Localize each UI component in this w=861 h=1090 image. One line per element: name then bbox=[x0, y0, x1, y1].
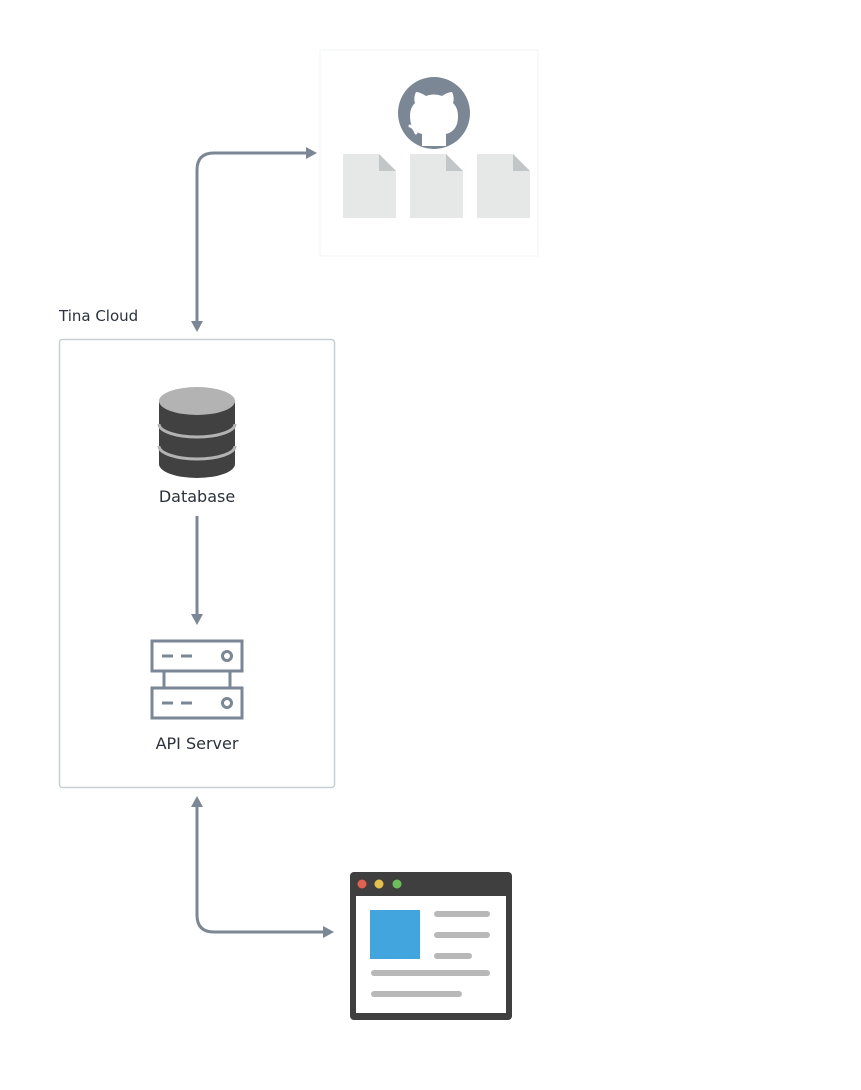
github-icon bbox=[398, 77, 470, 149]
content-text-lines bbox=[371, 911, 490, 997]
arrowhead-down bbox=[191, 614, 203, 625]
api-server-node: API Server bbox=[150, 639, 244, 753]
database-icon bbox=[157, 387, 237, 478]
tina-cloud-group bbox=[58, 338, 336, 789]
edge-tina-cloud-browser bbox=[191, 796, 334, 938]
arrowhead-right bbox=[306, 147, 317, 159]
group-label: Tina Cloud bbox=[58, 307, 138, 325]
arrowhead-down bbox=[191, 321, 203, 332]
browser-window-icon bbox=[350, 872, 512, 1020]
file-icon bbox=[410, 154, 463, 218]
edge-database-api-server bbox=[191, 516, 203, 625]
file-icon bbox=[477, 154, 530, 218]
server-icon bbox=[150, 639, 244, 720]
window-minimize-dot bbox=[374, 879, 384, 889]
github-repository-node bbox=[319, 49, 539, 257]
arrowhead-right bbox=[323, 926, 334, 938]
window-maximize-dot bbox=[392, 879, 402, 889]
window-close-dot bbox=[357, 879, 367, 889]
database-node: Database bbox=[157, 387, 237, 506]
file-icon bbox=[343, 154, 396, 218]
api-server-label: API Server bbox=[156, 734, 239, 753]
database-label: Database bbox=[159, 487, 235, 506]
content-image-placeholder bbox=[370, 910, 420, 959]
repository-files bbox=[343, 154, 530, 218]
arrowhead-up bbox=[191, 796, 203, 807]
edge-github-tina-cloud bbox=[191, 147, 317, 332]
